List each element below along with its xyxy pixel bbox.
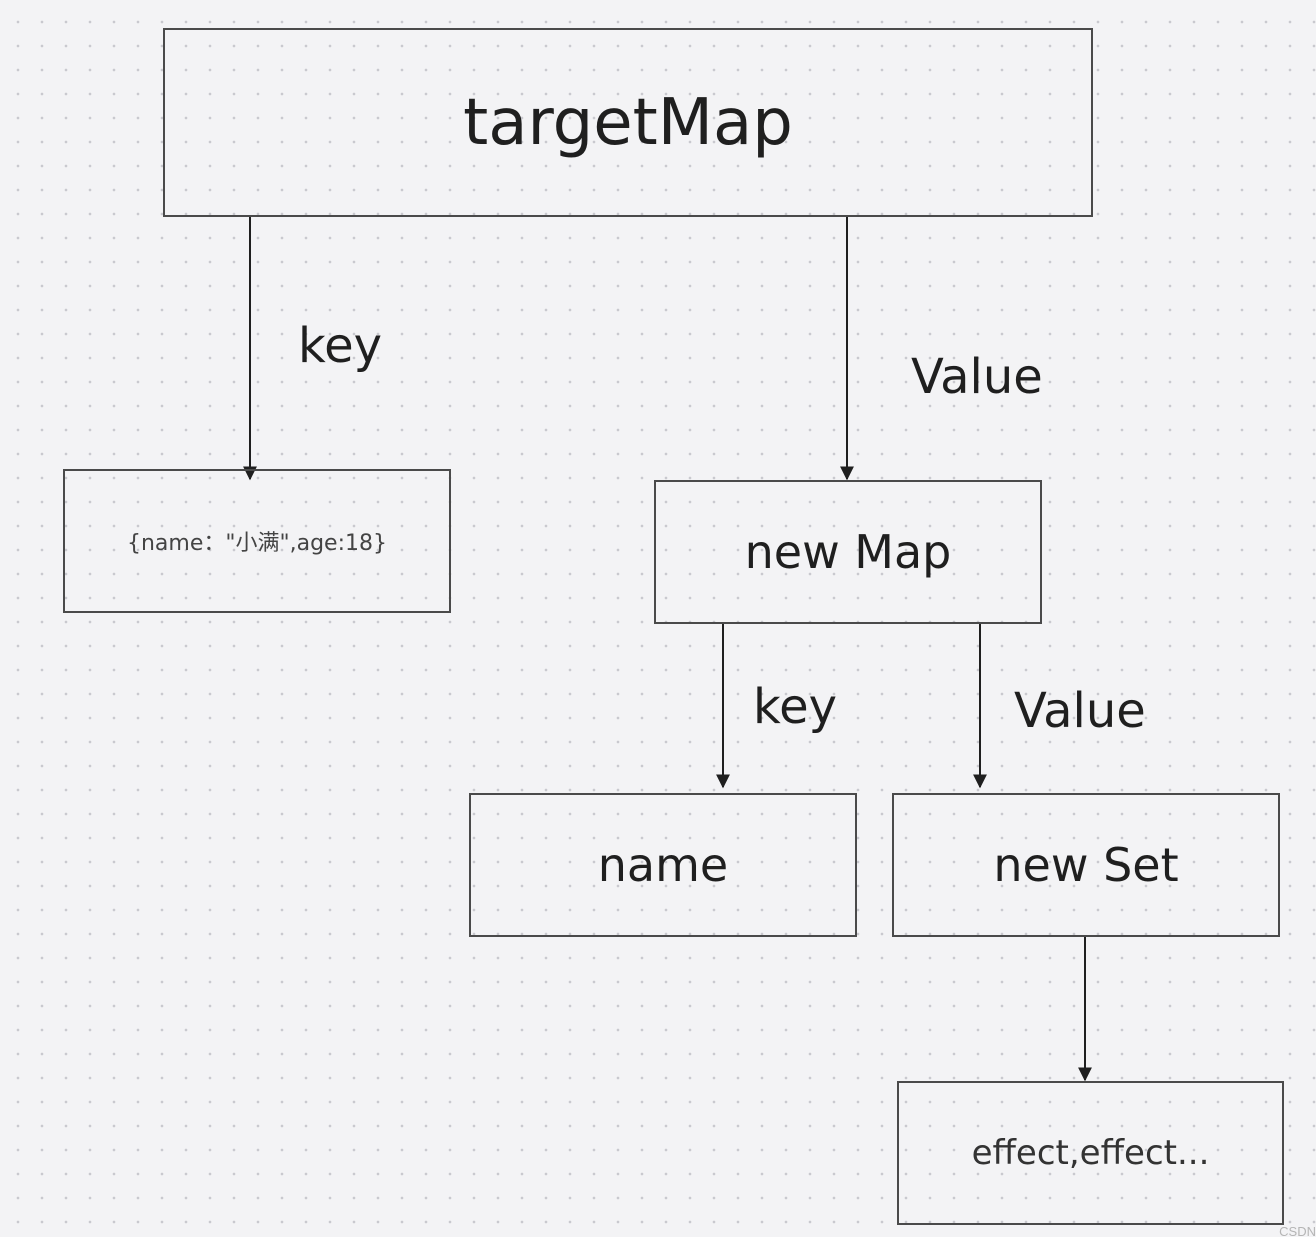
edge-label-target-value: Value [911, 349, 1043, 405]
target-map-label: targetMap [463, 85, 793, 160]
edge-label-target-key: key [298, 318, 383, 374]
new-map-label: new Map [744, 525, 952, 579]
object-node[interactable]: {name："小满",age:18} [63, 469, 451, 613]
edge-label-map-key: key [753, 679, 838, 735]
name-label: name [597, 838, 729, 892]
watermark: CSDN [1279, 1225, 1316, 1237]
edge-label-map-value: Value [1014, 683, 1146, 739]
new-map-node[interactable]: new Map [654, 480, 1042, 624]
name-node[interactable]: name [469, 793, 857, 937]
object-label: {name："小满",age:18} [126, 531, 387, 556]
new-set-node[interactable]: new Set [892, 793, 1280, 937]
effects-node[interactable]: effect,effect... [897, 1081, 1284, 1225]
effects-label: effect,effect... [971, 1133, 1210, 1173]
new-set-label: new Set [993, 838, 1179, 892]
target-map-node[interactable]: targetMap [163, 28, 1093, 217]
